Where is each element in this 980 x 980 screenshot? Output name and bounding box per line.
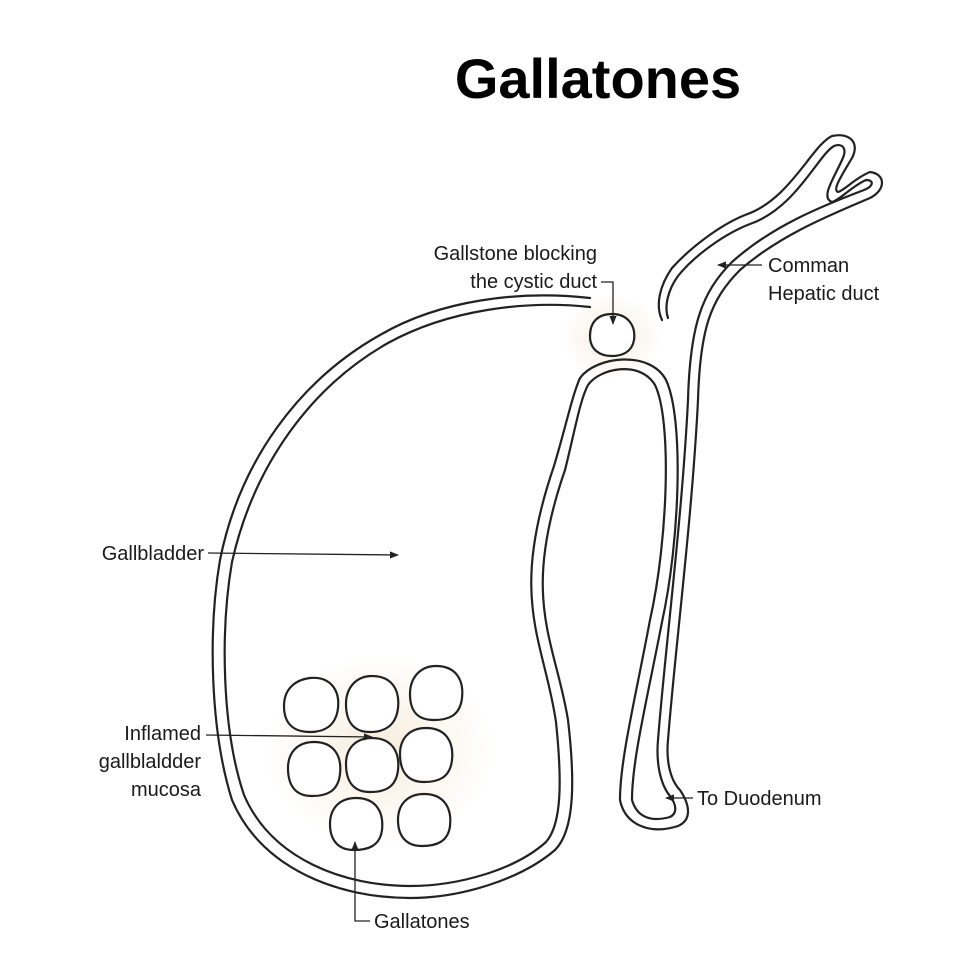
label-hepatic-duct-line1: Comman xyxy=(768,255,849,277)
label-mucosa-line1: Inflamed xyxy=(124,723,201,745)
label-mucosa-line3: mucosa xyxy=(131,779,202,801)
label-gallstones: Gallatones xyxy=(351,841,470,933)
gallstone xyxy=(396,792,452,848)
label-duodenum-text: To Duodenum xyxy=(697,788,822,810)
leader-gallbladder xyxy=(207,551,399,559)
leader-cystic-blockage xyxy=(601,281,617,325)
gallstone xyxy=(344,674,400,734)
label-gallbladder: Gallbladder xyxy=(102,543,399,565)
gallstone xyxy=(344,736,400,794)
gallstone xyxy=(286,740,342,798)
label-hepatic-duct-line2: Hepatic duct xyxy=(768,283,880,305)
gallstone xyxy=(398,726,454,784)
gallbladder-outer-wall xyxy=(211,134,884,900)
label-duodenum: To Duodenum xyxy=(665,788,822,810)
label-hepatic-duct: Comman Hepatic duct xyxy=(717,255,880,305)
leader-mucosa xyxy=(205,733,373,741)
leader-gallstones xyxy=(351,841,370,922)
label-gallbladder-text: Gallbladder xyxy=(102,543,205,565)
diagram-title: Gallatones xyxy=(455,47,741,110)
label-cystic-blockage: Gallstone blocking the cystic duct xyxy=(434,243,617,325)
label-mucosa-line2: gallblaldder xyxy=(99,751,202,773)
label-gallstones-text: Gallatones xyxy=(374,911,470,933)
label-mucosa: Inflamed gallblaldder mucosa xyxy=(99,723,373,801)
gallstone xyxy=(328,796,384,852)
gallbladder-inner-wall xyxy=(223,144,873,888)
label-cystic-blockage-line1: Gallstone blocking xyxy=(434,243,597,265)
gallstone xyxy=(282,676,340,734)
label-cystic-blockage-line2: the cystic duct xyxy=(470,271,597,293)
blocking-gallstone xyxy=(588,312,636,358)
gallstone xyxy=(408,664,464,722)
gallstones-cluster xyxy=(282,664,464,852)
